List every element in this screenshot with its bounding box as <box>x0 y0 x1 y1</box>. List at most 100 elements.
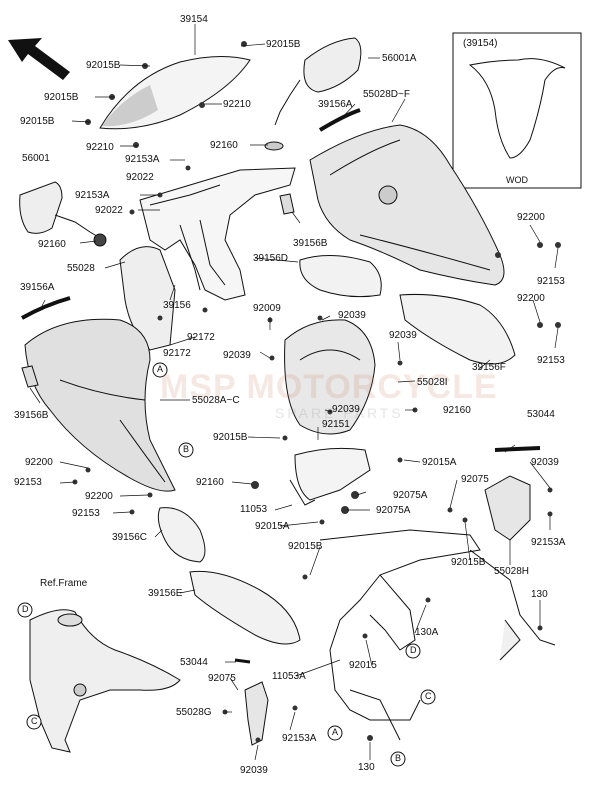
inset-caption: WOD <box>506 175 528 185</box>
meter-cover <box>284 319 376 435</box>
part-label: 92015B <box>451 557 486 568</box>
inset-windshield <box>468 58 566 159</box>
part-label: 39156A <box>20 282 55 293</box>
part-label: 92210 <box>223 99 251 110</box>
part-label: 130A <box>415 627 439 638</box>
part-label: 92015B <box>86 60 121 71</box>
stay-11053A <box>319 529 481 721</box>
tag-39156B-right <box>279 193 295 215</box>
part-label: 92153 <box>537 355 565 366</box>
callout-b: B <box>183 444 190 454</box>
part-label: 39156A <box>318 99 353 110</box>
part-label: 92160 <box>443 405 471 416</box>
lower-fairing-left <box>24 318 176 492</box>
front-arrow-icon <box>8 38 70 80</box>
part-label: 92160 <box>196 477 224 488</box>
pad-39156E <box>189 570 301 645</box>
part-label: 56001A <box>382 53 417 64</box>
part-label: 130 <box>531 589 548 600</box>
part-label: 92015A <box>255 521 290 532</box>
part-label: 11053A <box>272 671 306 682</box>
bracket-55028H <box>484 475 531 541</box>
part-label: 39156B <box>14 410 49 421</box>
part-label: 92200 <box>85 491 113 502</box>
callout-d: D <box>410 645 417 655</box>
part-label: 92015A <box>422 457 457 468</box>
upper-fairing-right <box>309 124 505 286</box>
part-label: 55028G <box>176 707 212 718</box>
part-label: 92172 <box>163 348 191 359</box>
pad-39156C <box>157 507 206 563</box>
part-label: 39156E <box>148 588 183 599</box>
inset-title: (39154) <box>463 38 498 49</box>
part-label: 92075A <box>393 490 428 501</box>
callout-c-frame: C <box>31 716 38 726</box>
part-label: 92015B <box>20 116 55 127</box>
part-label: 92210 <box>86 142 114 153</box>
part-label: 130 <box>358 762 375 773</box>
part-label: 92153A <box>531 537 566 548</box>
part-label: 11053 <box>240 504 268 515</box>
part-label: 92160 <box>210 140 238 151</box>
part-label: 92160 <box>38 239 66 250</box>
part-label: 92022 <box>126 172 154 183</box>
part-label: 39156C <box>112 532 148 543</box>
part-label: 53044 <box>180 657 208 668</box>
part-label: 92039 <box>531 457 559 468</box>
part-label: 92200 <box>517 293 545 304</box>
part-label: 92015B <box>213 432 248 443</box>
part-label: 56001 <box>22 153 50 164</box>
part-label: 92200 <box>25 457 53 468</box>
part-label: 55028 <box>67 263 95 274</box>
strip-39156A-left <box>21 296 71 320</box>
part-label: 53044 <box>527 409 555 420</box>
part-label: 92039 <box>338 310 366 321</box>
part-label: 39156F <box>472 362 506 373</box>
callout-c: C <box>425 691 432 701</box>
right-mirror <box>303 37 362 93</box>
part-label: 92022 <box>95 205 123 216</box>
ref-frame-label: Ref.Frame <box>40 578 88 589</box>
part-label: 92015 <box>349 660 377 671</box>
part-label: 39156 <box>163 300 191 311</box>
bracket-55028G <box>244 681 269 746</box>
pad-39156D <box>299 254 382 298</box>
part-label: 92015B <box>266 39 301 50</box>
part-label: 92172 <box>187 332 215 343</box>
part-label: 92039 <box>223 350 251 361</box>
part-label: 92153 <box>72 508 100 519</box>
part-label: 92039 <box>332 404 360 415</box>
part-label: 92015B <box>44 92 79 103</box>
strip-53044 <box>494 446 541 452</box>
part-label: 92009 <box>253 303 281 314</box>
part-label: 92153A <box>282 733 317 744</box>
part-label: 92153A <box>125 154 160 165</box>
part-label: 55028H <box>494 566 530 577</box>
strip-53044-b <box>234 658 251 664</box>
watermark-sub: SPARE PARTS <box>275 405 404 421</box>
callout-b-stay: B <box>395 753 402 763</box>
inset-box <box>452 32 582 189</box>
callout-d-frame: D <box>22 604 29 614</box>
part-label: 92039 <box>389 330 417 341</box>
part-label: 92153 <box>14 477 42 488</box>
part-label: 92151 <box>322 419 350 430</box>
part-label: 92200 <box>517 212 545 223</box>
part-label: 39154 <box>180 14 208 25</box>
left-mirror <box>19 181 63 234</box>
ref-frame <box>29 609 181 753</box>
part-label: 55028I <box>417 377 448 388</box>
part-label: 92075 <box>461 474 489 485</box>
part-label: 92153 <box>537 276 565 287</box>
callout-a: A <box>157 364 164 374</box>
part-label: 92015B <box>288 541 323 552</box>
part-label: 55028A~C <box>192 395 240 406</box>
part-label: 92075 <box>208 673 236 684</box>
part-label: 39156B <box>293 238 328 249</box>
part-label: 92039 <box>240 765 268 776</box>
tag-39156B-left <box>21 365 39 388</box>
part-label: 55028D~F <box>363 89 410 100</box>
watermark-logo: MSP MOTORCYCLE <box>160 368 498 406</box>
part-label: 39156D <box>253 253 289 264</box>
